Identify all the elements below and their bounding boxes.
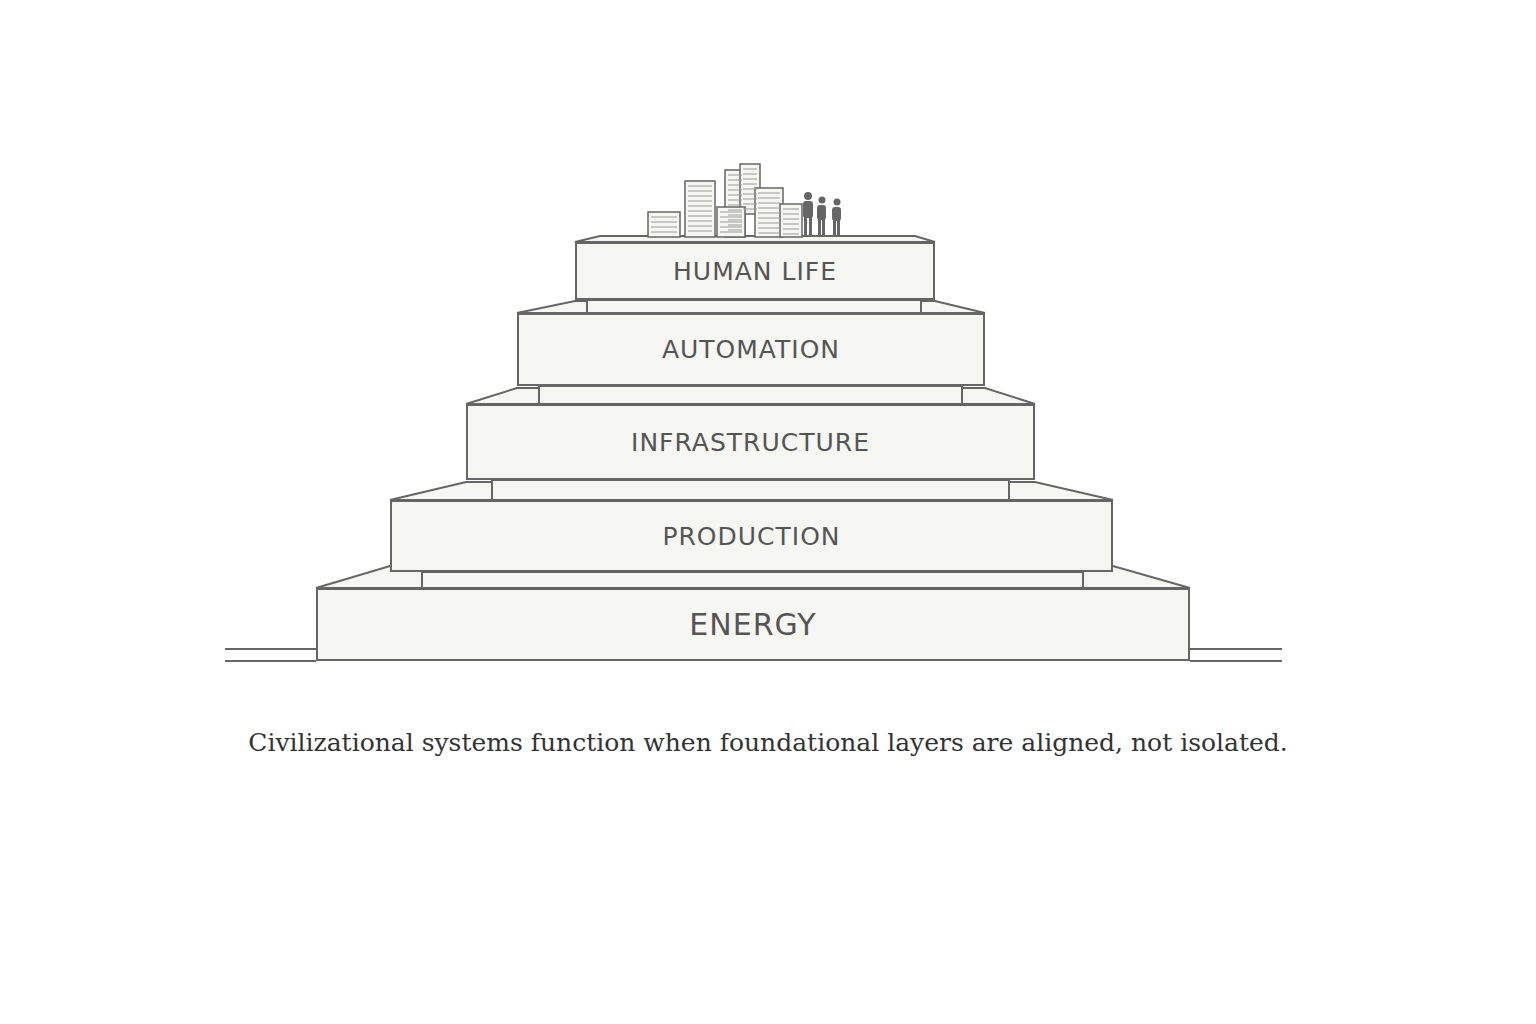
pyramid-tier: HUMAN LIFE — [575, 242, 935, 300]
pyramid-tier: PRODUCTION — [390, 500, 1113, 572]
pyramid-tier: ENERGY — [316, 588, 1190, 661]
tier-label: INFRASTRUCTURE — [631, 428, 870, 457]
city-skyline — [648, 164, 802, 237]
building-windows — [651, 169, 799, 234]
caption: Civilizational systems function when fou… — [0, 728, 1536, 757]
people — [803, 192, 841, 236]
tier-label: HUMAN LIFE — [673, 257, 837, 286]
pyramid-tier: AUTOMATION — [517, 313, 985, 386]
tier-label: AUTOMATION — [662, 335, 840, 364]
tier-label: PRODUCTION — [662, 522, 840, 551]
pyramid-tier: INFRASTRUCTURE — [466, 404, 1035, 480]
tier-label: ENERGY — [689, 607, 816, 642]
